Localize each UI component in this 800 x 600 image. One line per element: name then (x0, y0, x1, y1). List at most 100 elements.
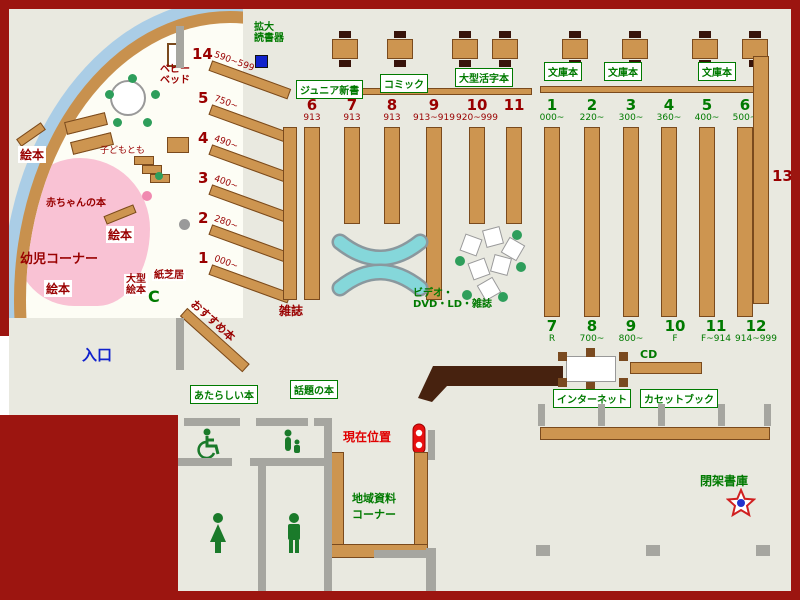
category-bunko: 文庫本 (698, 62, 736, 81)
category-comic: コミック (380, 74, 428, 93)
ehon-label: 絵本 (18, 146, 47, 163)
table-top (492, 39, 518, 59)
chair-icon (699, 31, 711, 38)
bookshelf (344, 127, 360, 224)
cassette-label: カセットブック (640, 389, 718, 408)
bookshelf (283, 127, 297, 300)
current-location-label: 現在位置 (343, 430, 392, 444)
chair-icon (339, 60, 351, 67)
shelf-number: 2 (198, 209, 209, 227)
category-bunko: 文庫本 (604, 62, 642, 81)
chair-icon (558, 378, 567, 387)
bookshelf (661, 127, 677, 317)
table-top (452, 39, 478, 59)
table-top (622, 39, 648, 59)
magazines-label: 雑誌 (279, 304, 304, 318)
frame-top (0, 0, 800, 9)
chair-icon (558, 352, 567, 361)
bookshelf (384, 127, 400, 224)
wall-segment (428, 430, 435, 460)
internet-label: インターネット (553, 389, 631, 408)
entrance-opening (0, 336, 9, 415)
shelf-number: 13 (772, 167, 793, 185)
ehon-label: 絵本 (106, 226, 135, 243)
stool-pink (142, 191, 152, 201)
video-label: ビデオ・DVD・LD・雑誌 (413, 288, 493, 310)
frame-bottom (0, 591, 800, 600)
kids-corner-label: 幼児コーナー (20, 252, 99, 267)
category-large-print: 大型活字本 (455, 68, 513, 87)
kodomo-label: 子どもとも (100, 146, 145, 156)
chair-c-icon: C (148, 287, 160, 306)
wall-segment (314, 418, 332, 426)
large-ehon-label: 大型絵本 (124, 274, 148, 296)
frame-right (791, 0, 800, 600)
chair-icon (586, 348, 595, 357)
shelf-number: 5 (198, 89, 209, 107)
bookshelf (753, 56, 769, 304)
chair-dot (498, 292, 508, 302)
chair-icon (629, 31, 641, 38)
chair-icon (339, 31, 351, 38)
table-top (562, 39, 588, 59)
table-top (692, 39, 718, 59)
small-shelf (167, 137, 189, 153)
shelf-number: 3 (198, 169, 209, 187)
topic-books-label: 話題の本 (290, 380, 338, 399)
bookshelf (330, 452, 344, 550)
bookshelf (304, 127, 320, 300)
chair-icon (499, 31, 511, 38)
chair-icon (459, 60, 471, 67)
chair-dot (462, 290, 472, 300)
table-top (387, 39, 413, 59)
baby-changing-icon (284, 429, 300, 453)
closed-stacks-star-icon (726, 488, 756, 518)
reading-table (387, 30, 413, 68)
reading-table (492, 30, 518, 68)
wall-segment (176, 26, 184, 68)
womens-toilet-icon (210, 513, 226, 553)
chair-icon (749, 31, 761, 38)
wall-segment (536, 545, 550, 556)
category-bunko: 文庫本 (544, 62, 582, 81)
step-shelf (142, 165, 162, 174)
mens-toilet-icon (288, 513, 300, 553)
wall-segment (184, 418, 240, 426)
baby-books-label: 赤ちゃんの本 (46, 198, 106, 209)
round-table (110, 80, 146, 116)
wall-segment (374, 550, 426, 558)
wall-segment (176, 318, 184, 370)
magnifier-label: 拡大読書器 (254, 22, 284, 44)
frame-left (0, 0, 9, 336)
cd-shelf (630, 362, 702, 374)
category-junior: ジュニア新書 (296, 80, 364, 99)
closed-stacks-label: 閉架書庫 (700, 474, 749, 488)
chair-dot (516, 262, 526, 272)
chair-dot (151, 90, 160, 99)
chair-icon (394, 60, 406, 67)
chair-dot (512, 230, 522, 240)
chair-icon (569, 31, 581, 38)
reading-table (332, 30, 358, 68)
chair-icon (619, 352, 628, 361)
wall-segment (646, 545, 660, 556)
ehon-label: 絵本 (44, 280, 73, 297)
table-top (332, 39, 358, 59)
wall-segment (658, 404, 665, 426)
new-books-label: あたらしい本 (190, 385, 258, 404)
kids-room: 絵本 絵本 絵本 子どもとも 赤ちゃんの本 幼児コーナー ベビーベッド 大型絵本… (9, 9, 243, 318)
baby-bed-label: ベビーベッド (160, 64, 190, 86)
entrance-label: 入口 (82, 346, 113, 364)
